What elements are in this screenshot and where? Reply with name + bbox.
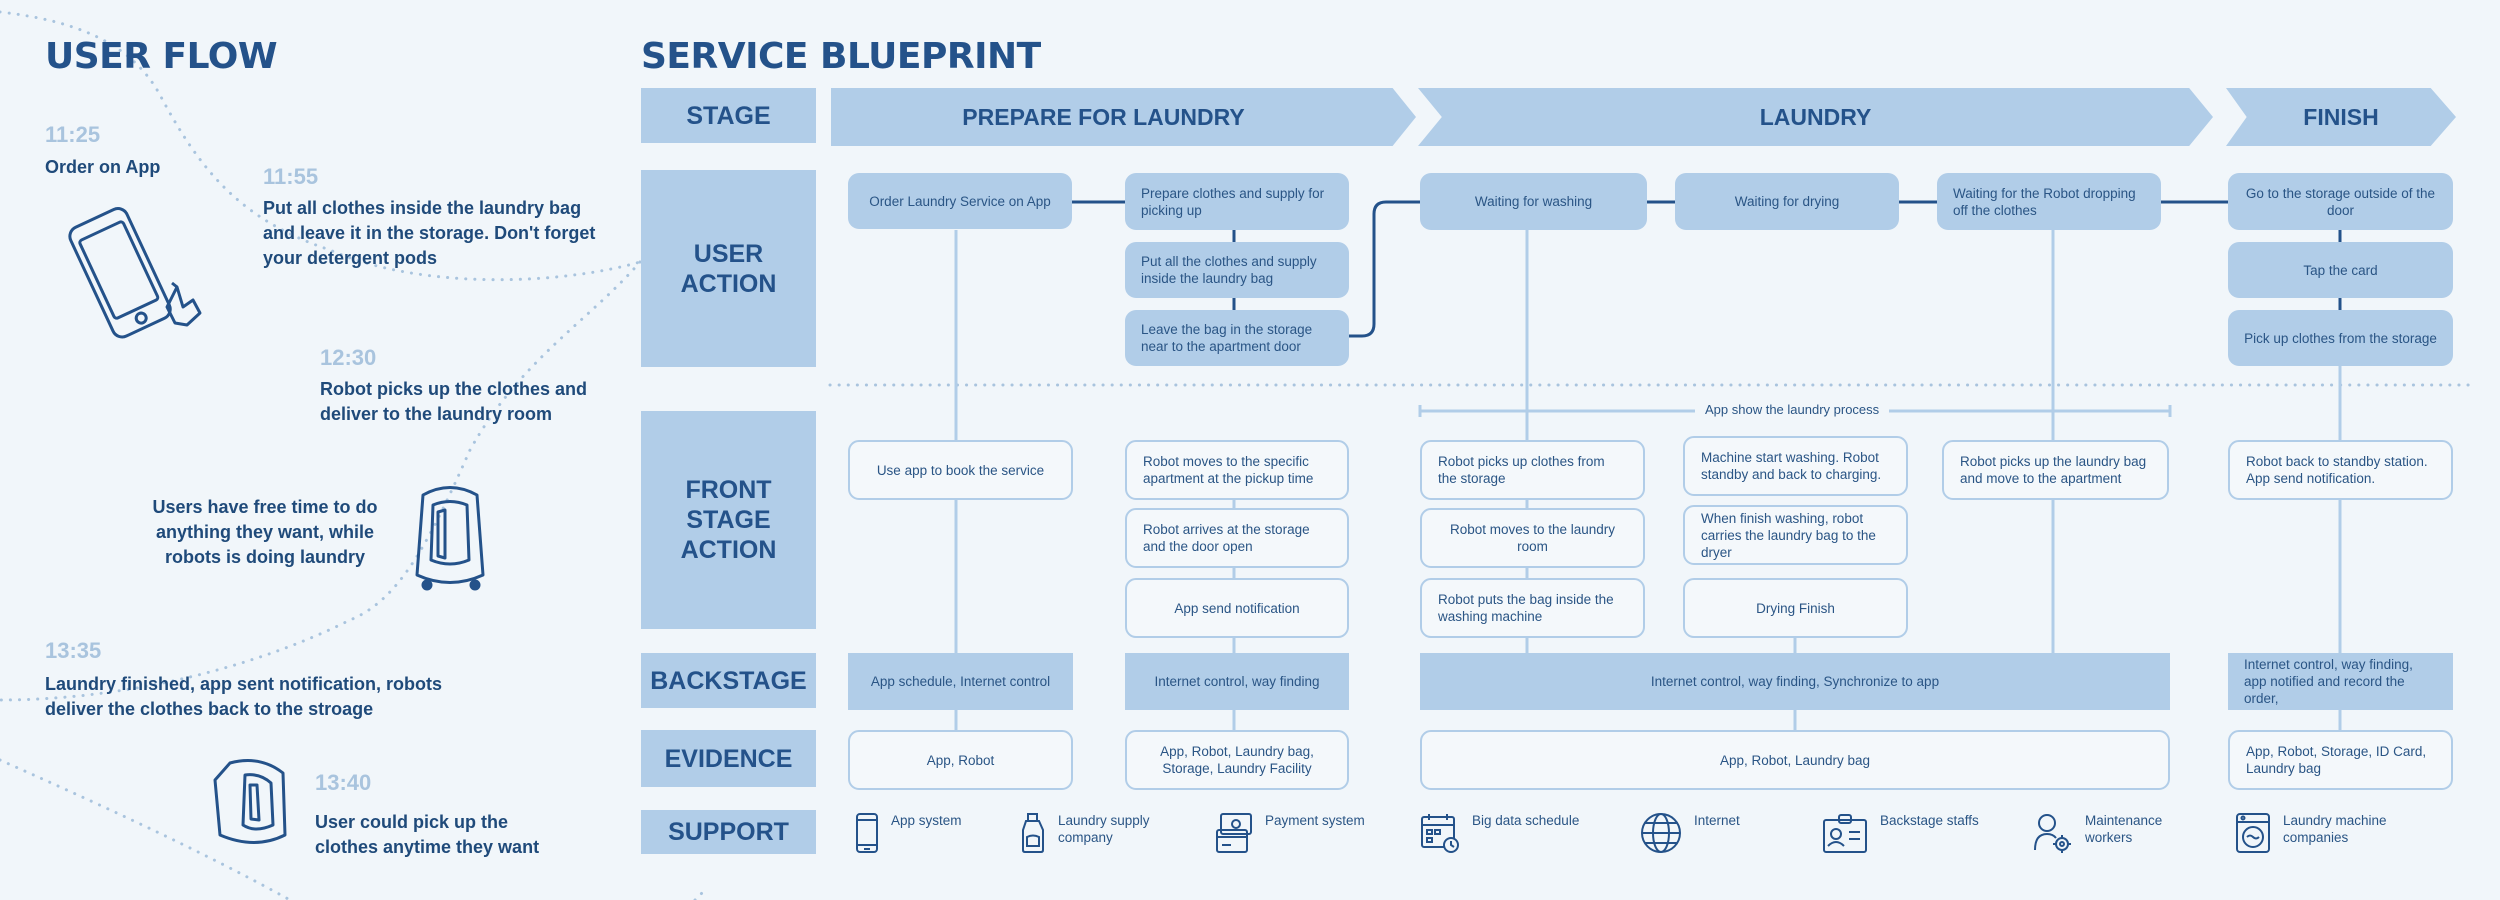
flow-step-5: Laundry finished, app sent notification,… — [45, 674, 443, 719]
washing-machine-icon — [2236, 813, 2270, 853]
blueprint-title: SERVICE BLUEPRINT — [641, 36, 1041, 77]
front-use-app: Use app to book the service — [848, 440, 1073, 500]
robot-icon — [415, 486, 485, 591]
front-robot-puts-bag: Robot puts the bag inside the washing ma… — [1420, 578, 1645, 638]
stage-laundry-label: LAUNDRY — [1759, 103, 1872, 130]
front-drying-finish: Drying Finish — [1683, 578, 1908, 638]
stage-prepare-label: PREPARE FOR LAUNDRY — [962, 103, 1245, 130]
backstage-sync-app: Internet control, way finding, Synchroni… — [1420, 653, 2170, 710]
front-robot-moves: Robot moves to the specific apartment at… — [1125, 440, 1349, 500]
stage-prepare-for-laundry: PREPARE FOR LAUNDRY — [831, 88, 1416, 146]
flow-step-4: Users have free time to do anything they… — [152, 497, 378, 567]
flow-time-2: 11:55 — [263, 164, 319, 189]
support-label: Internet — [1694, 813, 1740, 828]
front-app-notification: App send notification — [1125, 578, 1349, 638]
front-robot-picks-clothes: Robot picks up clothes from the storage — [1420, 440, 1645, 500]
support-internet: Internet — [1640, 812, 1780, 854]
user-action-leave-bag: Leave the bag in the storage near to the… — [1125, 310, 1349, 366]
mobile-icon — [856, 813, 878, 853]
user-action-put-clothes: Put all the clothes and supply inside th… — [1125, 242, 1349, 298]
evidence-app-robot-bag: App, Robot, Laundry bag — [1420, 730, 2170, 790]
user-action-wait-washing: Waiting for washing — [1420, 173, 1647, 230]
stage-finish: FINISH — [2226, 88, 2456, 146]
row-label-backstage: BACKSTAGE — [641, 653, 816, 708]
support-label: Payment system — [1265, 813, 1365, 828]
row-label-user-action: USER ACTION — [641, 170, 816, 367]
row-label-evidence: EVIDENCE — [641, 730, 816, 787]
support-label: Laundry supply company — [1058, 813, 1150, 845]
user-action-wait-drying: Waiting for drying — [1675, 173, 1899, 230]
evidence-app-robot-facility: App, Robot, Laundry bag, Storage, Laundr… — [1125, 730, 1349, 790]
support-label: Big data schedule — [1472, 813, 1580, 828]
support-laundry-supply: Laundry supply company — [1020, 812, 1170, 854]
front-robot-to-laundry: Robot moves to the laundry room — [1420, 508, 1645, 568]
support-laundry-machine: Laundry machine companies — [2235, 812, 2435, 854]
row-label-support: SUPPORT — [641, 810, 816, 854]
flow-step-3: Robot picks up the clothes and deliver t… — [320, 379, 588, 424]
backstage-app-schedule: App schedule, Internet control — [848, 653, 1073, 710]
id-badge-icon — [1823, 814, 1867, 853]
user-action-prepare: Prepare clothes and supply for picking u… — [1125, 173, 1349, 230]
front-robot-back: Robot back to standby station. App send … — [2228, 440, 2453, 500]
flow-time-6: 13:40 — [315, 770, 372, 795]
support-payment: Payment system — [1215, 812, 1385, 854]
evidence-app-robot: App, Robot — [848, 730, 1073, 790]
support-label: App system — [891, 813, 962, 828]
user-action-wait-dropoff: Waiting for the Robot dropping off the c… — [1937, 173, 2161, 230]
robot-open-icon — [213, 759, 287, 844]
app-show-label: App show the laundry process — [1695, 402, 1890, 417]
flow-step-6: User could pick up the clothes anytime t… — [315, 812, 540, 857]
detergent-bottle-icon — [1022, 813, 1044, 853]
front-to-dryer: When finish washing, robot carries the l… — [1683, 505, 1908, 565]
globe-icon — [1641, 813, 1681, 853]
support-maintenance: Maintenance workers — [2033, 812, 2198, 854]
row-label-front-stage: FRONT STAGE ACTION — [641, 411, 816, 629]
support-big-data: Big data schedule — [1420, 812, 1600, 854]
front-robot-picks-bag: Robot picks up the laundry bag and move … — [1942, 440, 2169, 500]
worker-gear-icon — [2034, 814, 2071, 853]
flow-step-2: Put all clothes inside the laundry bag a… — [263, 198, 596, 268]
user-action-pickup: Pick up clothes from the storage — [2228, 310, 2453, 366]
stage-finish-label: FINISH — [2303, 103, 2379, 130]
front-machine-start: Machine start washing. Robot standby and… — [1683, 436, 1908, 496]
flow-time-3: 12:30 — [320, 345, 377, 370]
phone-tap-icon — [68, 207, 202, 339]
front-robot-arrives: Robot arrives at the storage and the doo… — [1125, 508, 1349, 568]
support-label: Maintenance workers — [2085, 813, 2163, 845]
support-label: Laundry machine companies — [2283, 813, 2387, 845]
support-backstage-staffs: Backstage staffs — [1822, 812, 1997, 854]
user-flow-title: USER FLOW — [45, 36, 278, 77]
flow-time-1: 11:25 — [45, 122, 101, 147]
user-action-tap-card: Tap the card — [2228, 242, 2453, 298]
evidence-app-robot-storage: App, Robot, Storage, ID Card, Laundry ba… — [2228, 730, 2453, 790]
support-app-system: App system — [855, 812, 1025, 854]
stage-laundry: LAUNDRY — [1418, 88, 2213, 146]
row-label-stage: STAGE — [641, 88, 816, 143]
payment-icon — [1216, 813, 1252, 853]
support-label: Backstage staffs — [1880, 813, 1979, 828]
flow-step-1: Order on App — [45, 157, 161, 177]
flow-time-5: 13:35 — [45, 638, 102, 663]
user-action-go-storage: Go to the storage outside of the door — [2228, 173, 2453, 230]
backstage-internet-wayfinding: Internet control, way finding — [1125, 653, 1349, 710]
user-action-order: Order Laundry Service on App — [848, 173, 1072, 229]
backstage-notify-record: Internet control, way finding, app notif… — [2228, 653, 2453, 710]
calendar-icon — [1421, 814, 1459, 853]
